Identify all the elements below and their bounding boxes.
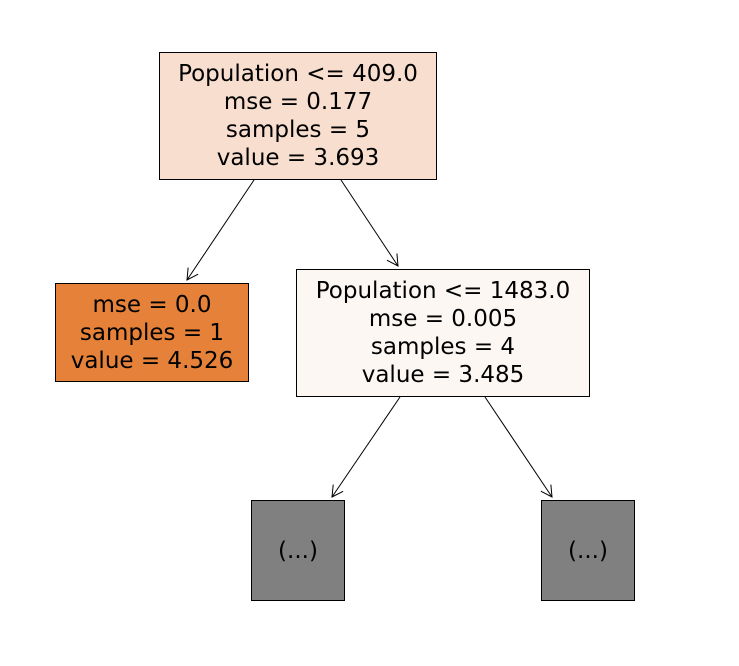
tree-node-truncated-right: (...)	[541, 500, 635, 601]
node-mse-label: mse = 0.177	[223, 89, 373, 115]
tree-node-right: Population <= 1483.0 mse = 0.005 samples…	[296, 269, 590, 397]
edge-right-to-trunc-left	[331, 396, 401, 498]
node-value-label: value = 3.485	[361, 362, 525, 388]
edge-right-to-trunc-right	[484, 396, 553, 498]
node-samples-label: samples = 4	[370, 334, 516, 360]
tree-node-left-leaf: mse = 0.0 samples = 1 value = 4.526	[55, 283, 249, 382]
node-value-label: value = 3.693	[216, 145, 380, 171]
truncated-ellipsis-label: (...)	[568, 537, 608, 564]
node-split-label: Population <= 1483.0	[315, 278, 571, 304]
edge-root-to-left	[186, 179, 255, 281]
tree-node-truncated-left: (...)	[251, 500, 345, 601]
node-mse-label: mse = 0.005	[368, 306, 518, 332]
node-mse-label: mse = 0.0	[92, 291, 212, 318]
node-split-label: Population <= 409.0	[178, 61, 418, 87]
node-samples-label: samples = 1	[79, 319, 225, 346]
truncated-ellipsis-label: (...)	[278, 537, 318, 564]
edge-root-to-right	[340, 179, 399, 267]
node-value-label: value = 4.526	[70, 347, 234, 374]
node-samples-label: samples = 5	[225, 117, 371, 143]
tree-node-root: Population <= 409.0 mse = 0.177 samples …	[159, 52, 437, 180]
